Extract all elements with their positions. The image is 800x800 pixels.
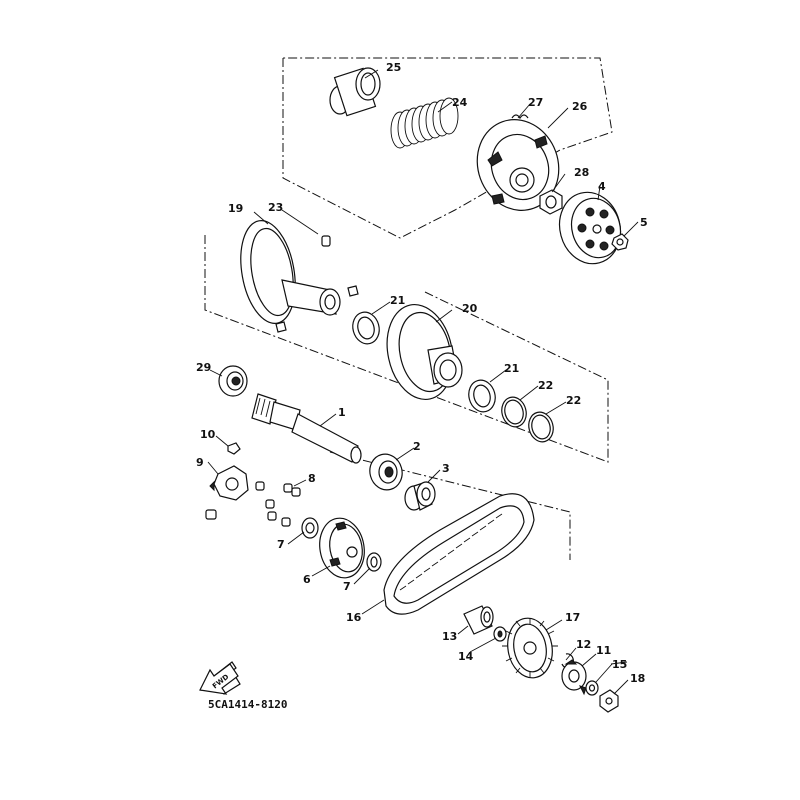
part-collar — [404, 481, 436, 511]
callout-21-lower: 21 — [504, 362, 519, 375]
callout-7-lower: 7 — [343, 580, 351, 593]
leader-lines — [207, 69, 639, 695]
clutch-boundary — [282, 57, 613, 239]
callout-10: 10 — [200, 428, 216, 441]
callout-16: 16 — [346, 611, 362, 624]
callout-7-upper: 7 — [277, 538, 285, 551]
callout-17: 17 — [565, 611, 580, 624]
part-o-ring-2 — [528, 411, 554, 443]
part-fan-sheave — [502, 617, 558, 679]
part-bearing-29 — [218, 365, 248, 397]
callout-labels: 25 24 27 26 28 4 5 19 23 21 20 21 22 22 … — [196, 61, 648, 685]
callout-3: 3 — [442, 462, 450, 475]
callout-22-lower: 22 — [566, 394, 581, 407]
part-bearing-2 — [369, 453, 403, 491]
fwd-arrow-icon: FWD — [199, 661, 241, 695]
part-washer-15 — [585, 680, 599, 696]
callout-12: 12 — [576, 638, 591, 651]
part-sleeve — [329, 67, 381, 117]
callout-28: 28 — [574, 166, 589, 179]
callout-14: 14 — [458, 650, 474, 663]
drawing-code: 5CA1414-8120 — [208, 698, 287, 711]
callout-22-upper: 22 — [538, 379, 553, 392]
callout-6: 6 — [303, 573, 311, 586]
primary-sheave-boundary — [329, 451, 571, 560]
part-secondary-sliding-sheave — [386, 303, 463, 401]
part-washer-7a — [301, 517, 319, 539]
part-spacer — [463, 605, 494, 635]
callout-5: 5 — [640, 216, 648, 229]
callout-8: 8 — [308, 472, 316, 485]
secondary-sheave-boundary — [204, 235, 609, 463]
callout-21-upper: 21 — [390, 294, 405, 307]
part-clutch-carrier — [476, 114, 560, 211]
callout-20: 20 — [462, 302, 478, 315]
part-rollers — [205, 481, 301, 527]
part-clutch-nut — [539, 189, 563, 215]
callout-25: 25 — [386, 61, 401, 74]
callout-23: 23 — [268, 201, 283, 214]
callout-4: 4 — [598, 180, 606, 193]
part-oil-seal-upper — [352, 311, 380, 345]
part-secondary-fixed-sheave — [240, 219, 359, 333]
callout-19: 19 — [228, 202, 243, 215]
part-v-belt — [383, 493, 535, 615]
part-clutch-housing — [558, 191, 622, 265]
part-primary-shaft — [251, 393, 362, 464]
part-clip-10 — [227, 442, 241, 455]
callout-27: 27 — [528, 96, 543, 109]
callout-9: 9 — [196, 456, 204, 469]
part-washer-14 — [493, 626, 507, 642]
callout-1: 1 — [338, 406, 346, 419]
callout-15: 15 — [612, 658, 627, 671]
part-compression-spring — [390, 97, 459, 149]
part-oil-seal-lower — [468, 379, 496, 413]
callout-26: 26 — [572, 100, 588, 113]
callout-2: 2 — [413, 440, 421, 453]
assembly-boundary-lines — [204, 57, 613, 560]
callout-24: 24 — [452, 96, 468, 109]
callout-13: 13 — [442, 630, 457, 643]
part-starter-ratchet — [561, 659, 587, 696]
callout-18: 18 — [630, 672, 645, 685]
part-housing-nut — [611, 233, 629, 251]
part-primary-sliding-sheave — [319, 517, 365, 579]
part-cam-plate — [209, 465, 249, 501]
part-o-ring-1 — [501, 396, 527, 428]
callout-11: 11 — [596, 644, 611, 657]
part-washer-7b — [366, 552, 382, 572]
callout-29: 29 — [196, 361, 211, 374]
callout-15-strike — [610, 661, 628, 665]
part-sheave-nut — [599, 689, 619, 713]
